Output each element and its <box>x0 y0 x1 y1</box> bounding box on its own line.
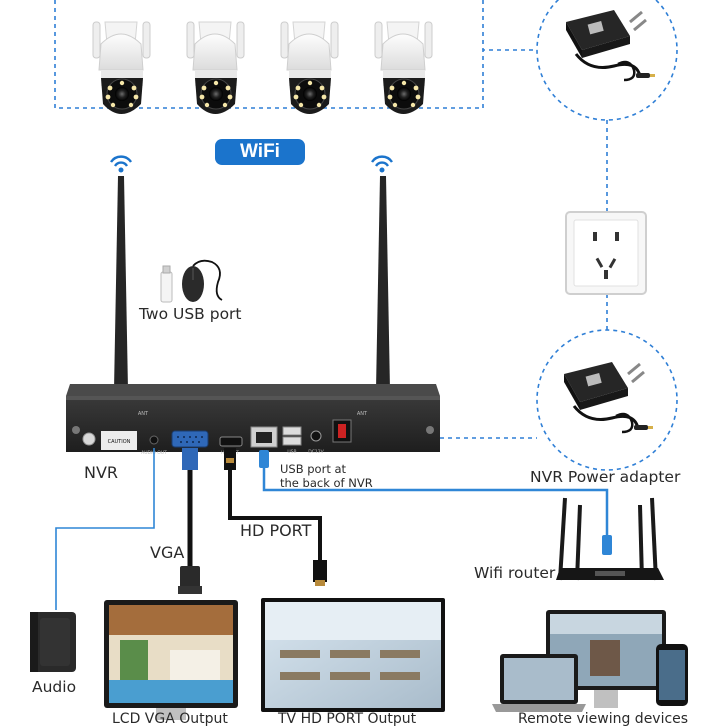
mouse-icon <box>182 259 223 302</box>
phone-icon <box>656 644 688 706</box>
hd-cable <box>224 448 327 586</box>
ethernet-cable <box>259 450 612 555</box>
nvr-power-adapter-label: NVR Power adapter <box>530 468 681 486</box>
wifi-signal-icon <box>109 155 133 174</box>
camera-power-adapter <box>536 0 678 121</box>
wall-socket-icon <box>565 211 647 295</box>
audio-label: Audio <box>32 678 77 696</box>
usb-back-label-line1: USB port at <box>280 462 347 476</box>
remote-viewing-label: Remote viewing devices <box>518 711 689 727</box>
tv-hd-port-output-label: TV HD PORT Output <box>278 711 417 727</box>
lcd-vga-output-label: LCD VGA Output <box>112 711 228 727</box>
wifi-signal-icon <box>370 155 394 174</box>
usb-port-label: Two USB port <box>139 305 242 323</box>
nvr-label: NVR <box>84 463 119 482</box>
speaker-icon <box>30 612 76 672</box>
wifi-badge: WiFi <box>215 139 305 165</box>
tv-icon <box>261 598 445 712</box>
usb-back-label: USB port at the back of NVR <box>280 462 373 490</box>
camera-icon <box>92 21 151 115</box>
usb-back-label-line2: the back of NVR <box>280 476 373 490</box>
hd-port-label: HD PORT <box>240 521 312 540</box>
caution-label: CAUTION <box>108 439 131 445</box>
usb-stick-icon <box>160 265 173 303</box>
lcd-monitor-icon <box>104 600 238 720</box>
vga-label: VGA <box>150 543 185 562</box>
camera-network-dashed-frame <box>54 0 608 338</box>
vga-cable <box>178 448 202 594</box>
router-icon <box>556 497 664 581</box>
camera-icon <box>186 21 245 115</box>
camera-icon <box>280 21 339 115</box>
nvr-power-adapter <box>536 329 678 471</box>
wifi-router-label: Wifi router <box>474 564 556 582</box>
nvr-recorder: CAUTION ANT ANT AUDIO OUT HD OUT USB DC1… <box>66 384 440 456</box>
ant-right-label: ANT <box>357 411 368 417</box>
usb-label: USB <box>287 449 296 455</box>
laptop-icon <box>492 654 586 712</box>
camera-icon <box>374 21 433 115</box>
audio-cable <box>55 448 155 610</box>
dc12v-label: DC12V <box>308 449 324 455</box>
ant-left-label: ANT <box>138 411 149 417</box>
